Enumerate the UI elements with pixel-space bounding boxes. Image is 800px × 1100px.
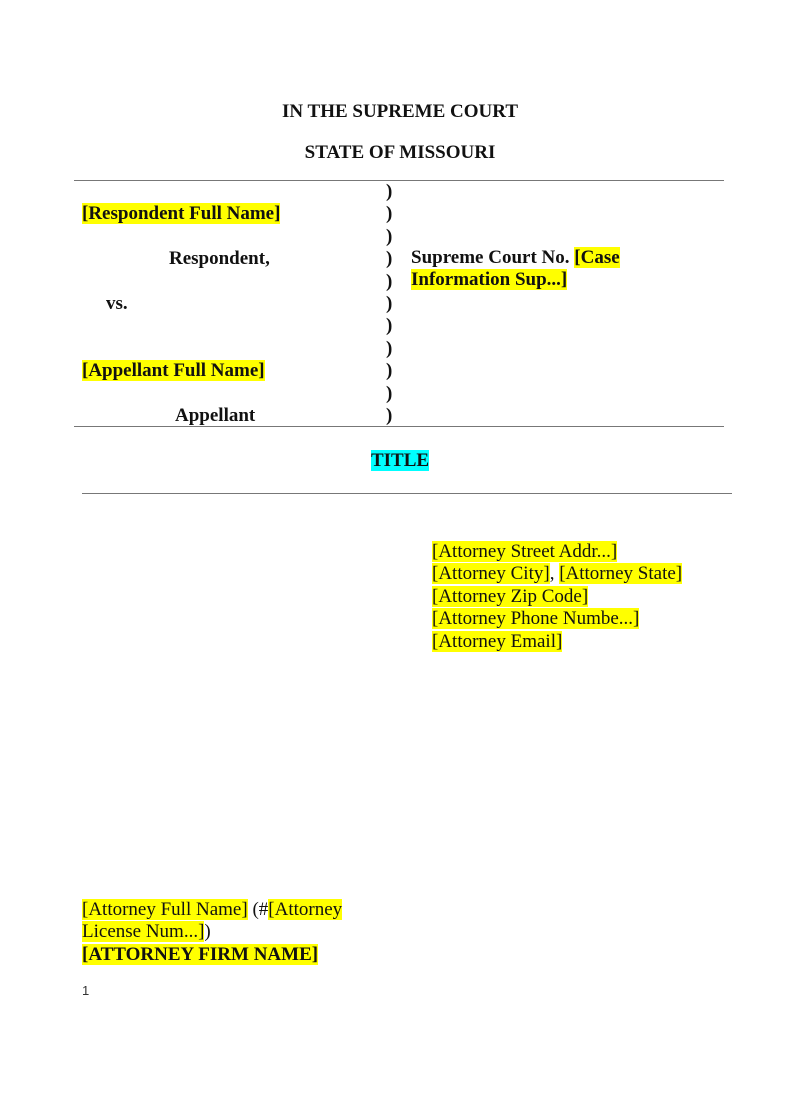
caption-paren: ) [386, 360, 393, 382]
caption-paren: ) [386, 382, 393, 404]
caption-top-rule [74, 180, 724, 181]
attorney-street-field[interactable]: [Attorney Street Addr...] [432, 541, 618, 562]
attorney-firm-field[interactable]: [ATTORNEY FIRM NAME] [82, 943, 319, 965]
caption-paren: ) [386, 225, 393, 247]
caption-paren: ) [386, 293, 393, 315]
document-title[interactable]: TITLE [0, 450, 800, 472]
attorney-city-field[interactable]: [Attorney City] [432, 563, 550, 585]
attorney-zip-field[interactable]: [Attorney Zip Code] [432, 585, 589, 607]
court-name: IN THE SUPREME COURT [282, 101, 518, 122]
caption-paren: ) [386, 181, 393, 202]
respondent-label: Respondent, [169, 248, 270, 269]
license-close: ) [204, 921, 211, 943]
caption-paren: ) [386, 248, 393, 270]
case-number-block: Supreme Court No. [Case Information Sup.… [411, 247, 671, 291]
attorney-email-field[interactable]: [Attorney Email] [432, 630, 563, 652]
court-state: STATE OF MISSOURI [304, 142, 496, 163]
caption-bottom-rule [74, 426, 724, 427]
caption-parentheses-column: ) ) ) ) ) ) ) ) ) ) ) [386, 181, 392, 427]
title-rule [82, 493, 732, 494]
signature-block: [Attorney Full Name] (#[Attorney License… [82, 899, 382, 966]
city-state-separator: , [549, 563, 555, 585]
title-field[interactable]: TITLE [370, 450, 430, 471]
appellant-name-field[interactable]: [Appellant Full Name] [82, 360, 265, 381]
page-number: 1 [82, 983, 90, 998]
attorney-address-block: [Attorney Street Addr...] [Attorney City… [432, 541, 683, 653]
respondent-name[interactable]: [Respondent Full Name] [82, 203, 281, 225]
appellant-label: Appellant [175, 405, 256, 426]
case-number-prefix: Supreme Court No. [411, 247, 570, 268]
license-open: (# [252, 899, 269, 920]
versus-label: vs. [106, 293, 128, 314]
caption-paren: ) [386, 270, 393, 292]
caption-paren: ) [386, 337, 393, 359]
caption-paren: ) [386, 405, 393, 427]
attorney-name-field[interactable]: [Attorney Full Name] [82, 899, 248, 920]
appellant-name[interactable]: [Appellant Full Name] [82, 360, 265, 382]
caption-paren: ) [386, 315, 393, 337]
caption-paren: ) [386, 203, 393, 225]
case-info-field-line2[interactable]: Information Sup...] [411, 269, 568, 290]
attorney-state-field[interactable]: [Attorney State] [559, 563, 683, 585]
attorney-license-field-line2[interactable]: License Num...] [82, 921, 205, 943]
attorney-license-field-line1[interactable]: [Attorney [268, 899, 343, 920]
attorney-phone-field[interactable]: [Attorney Phone Numbe...] [432, 608, 640, 630]
respondent-name-field[interactable]: [Respondent Full Name] [82, 203, 281, 224]
case-info-field-line1[interactable]: [Case [574, 247, 620, 268]
